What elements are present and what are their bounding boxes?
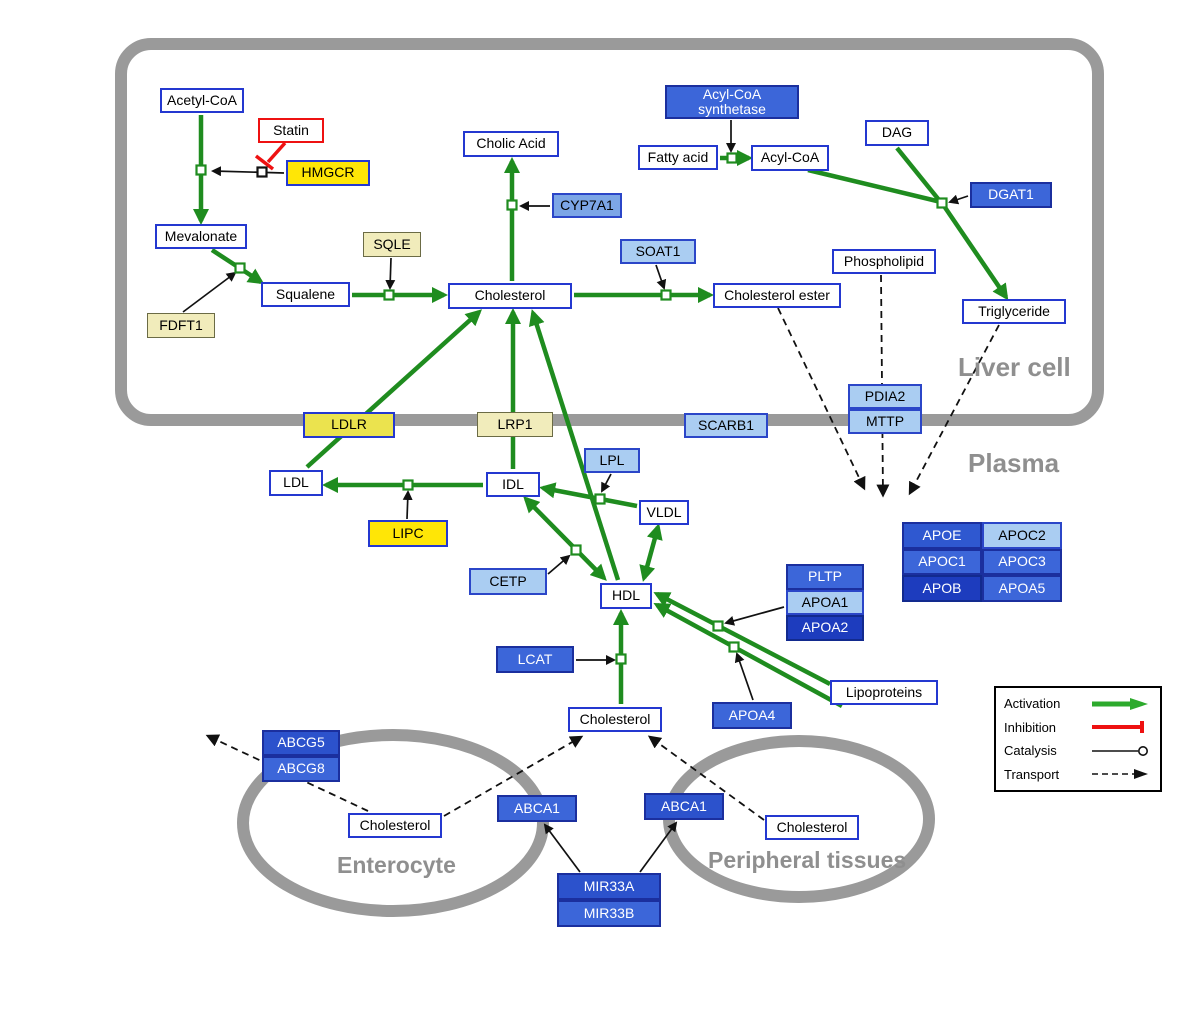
node-phospholipid[interactable]: Phospholipid [832,249,936,274]
node-apoc2[interactable]: APOC2 [982,522,1062,549]
reaction-nodes [195,152,948,665]
node-pltp[interactable]: PLTP [786,564,864,590]
inhibition-edge [254,141,287,171]
node-acetyl-coa[interactable]: Acetyl-CoA [160,88,244,113]
label-plasma: Plasma [968,448,1060,478]
node-apoc3[interactable]: APOC3 [982,549,1062,575]
node-cholesterol-peripheral[interactable]: Cholesterol [765,815,859,840]
label-liver-cell: Liver cell [958,352,1071,382]
transport-dashed-arrow-icon [1092,769,1148,780]
node-mttp[interactable]: MTTP [848,409,922,434]
node-cholesterol-ester[interactable]: Cholesterol ester [713,283,841,308]
legend-row-inhibition: Inhibition [1004,719,1152,735]
node-abcg8[interactable]: ABCG8 [262,756,340,782]
enterocyte-membrane [237,729,549,917]
node-abcg5[interactable]: ABCG5 [262,730,340,756]
node-acyl-coa[interactable]: Acyl-CoA [751,145,829,171]
legend-inhibition-label: Inhibition [1004,719,1057,735]
node-statin[interactable]: Statin [258,118,324,143]
node-cholesterol-plasma[interactable]: Cholesterol [568,707,662,732]
node-cholic-acid[interactable]: Cholic Acid [463,131,559,157]
node-vldl[interactable]: VLDL [639,500,689,525]
node-squalene[interactable]: Squalene [261,282,350,307]
node-soat1[interactable]: SOAT1 [620,239,696,264]
node-triglyceride[interactable]: Triglyceride [962,299,1066,324]
node-mir33a[interactable]: MIR33A [557,873,661,900]
legend-row-catalysis: Catalysis [1004,743,1152,759]
node-lipc[interactable]: LIPC [368,520,448,547]
node-idl[interactable]: IDL [486,472,540,497]
node-hmgcr[interactable]: HMGCR [286,160,370,186]
node-abca1-right[interactable]: ABCA1 [644,793,724,820]
label-peripheral-tissues: Peripheral tissues [708,847,907,873]
node-cholesterol-liver[interactable]: Cholesterol [448,283,572,309]
label-enterocyte: Enterocyte [337,852,456,878]
node-acyl-coa-synthetase[interactable]: Acyl-CoA synthetase [665,85,799,119]
node-cyp7a1[interactable]: CYP7A1 [552,193,622,218]
node-pdia2[interactable]: PDIA2 [848,384,922,409]
node-dag[interactable]: DAG [865,120,929,146]
node-lipoproteins[interactable]: Lipoproteins [830,680,938,705]
node-lrp1[interactable]: LRP1 [477,412,553,437]
node-mevalonate[interactable]: Mevalonate [155,224,247,249]
node-fdft1[interactable]: FDFT1 [147,313,215,338]
node-ldlr[interactable]: LDLR [303,412,395,438]
node-mir33b[interactable]: MIR33B [557,900,661,927]
node-lpl[interactable]: LPL [584,448,640,473]
node-scarb1[interactable]: SCARB1 [684,413,768,438]
node-dgat1[interactable]: DGAT1 [970,182,1052,208]
node-apoa2[interactable]: APOA2 [786,615,864,641]
node-apob[interactable]: APOB [902,575,982,602]
node-sqle[interactable]: SQLE [363,232,421,257]
node-fatty-acid[interactable]: Fatty acid [638,145,718,170]
node-ldl[interactable]: LDL [269,470,323,496]
node-cetp[interactable]: CETP [469,568,547,595]
legend-transport-label: Transport [1004,766,1060,782]
node-apoe[interactable]: APOE [902,522,982,549]
liver-cell-membrane [115,38,1104,426]
activation-arrow-icon [1092,697,1148,710]
legend-row-activation: Activation [1004,696,1152,712]
node-apoc1[interactable]: APOC1 [902,549,982,575]
legend-row-transport: Transport [1004,766,1152,782]
node-lcat[interactable]: LCAT [496,646,574,673]
catalysis-edges [182,120,969,873]
node-hdl[interactable]: HDL [600,583,652,609]
node-abca1-left[interactable]: ABCA1 [497,795,577,822]
catalysis-circle-icon [1092,745,1148,756]
node-apoa5[interactable]: APOA5 [982,575,1062,602]
node-apoa4[interactable]: APOA4 [712,702,792,729]
node-apoa1[interactable]: APOA1 [786,590,864,615]
inhibition-tbar-icon [1092,721,1144,734]
node-cholesterol-enterocyte[interactable]: Cholesterol [348,813,442,838]
legend-activation-label: Activation [1004,696,1061,712]
legend: Activation Inhibition Catalysis Transpor… [994,686,1162,792]
legend-catalysis-label: Catalysis [1004,743,1057,759]
